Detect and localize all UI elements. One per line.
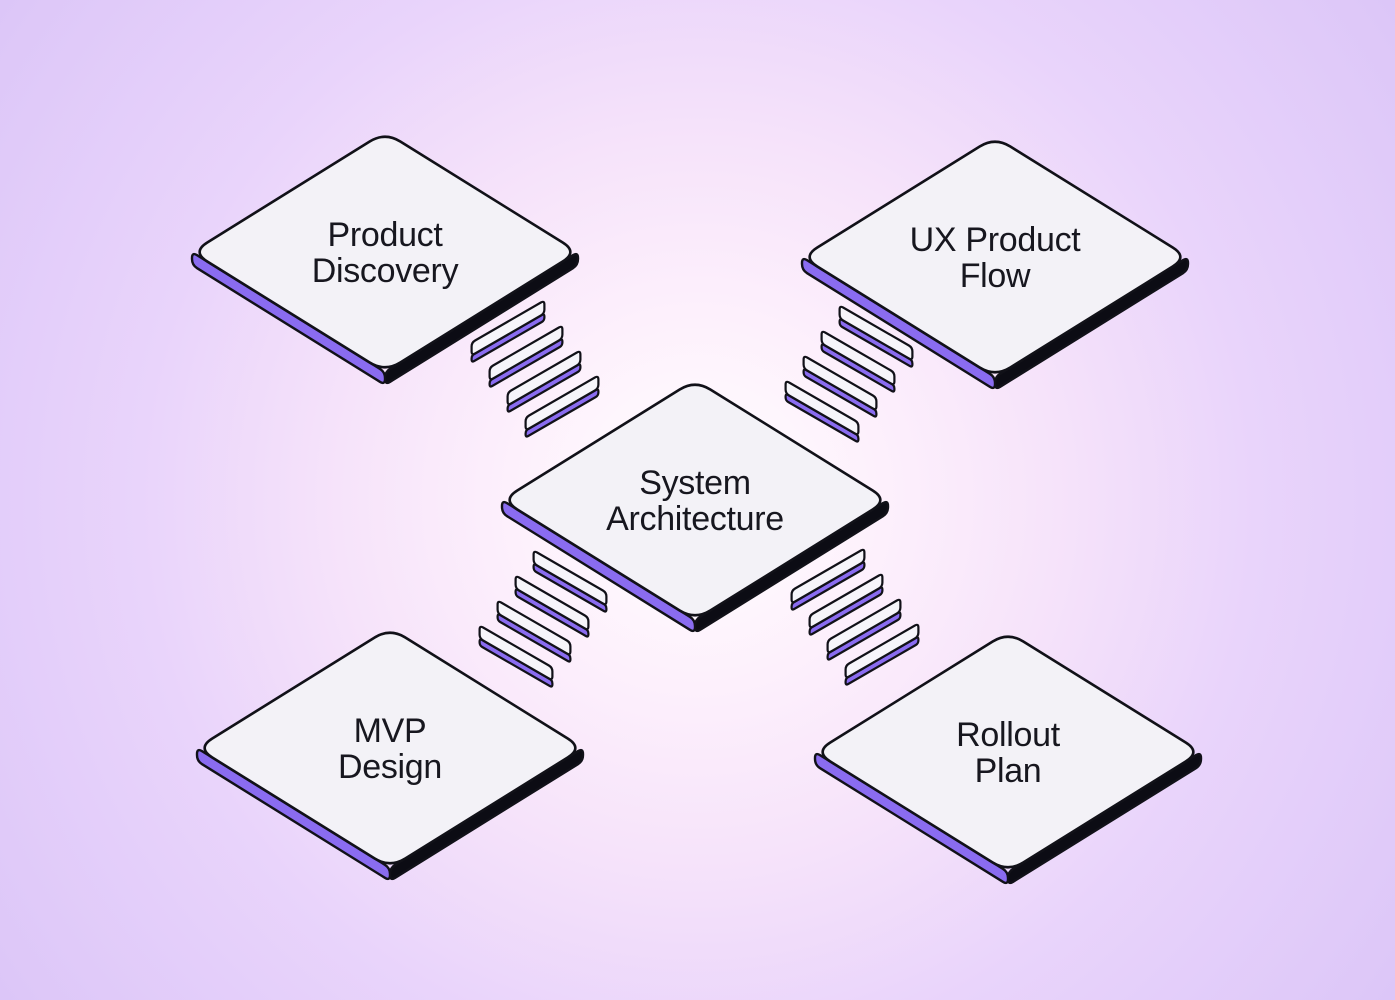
- node-label-line: UX Product: [910, 221, 1082, 259]
- connector-step-top: [802, 355, 878, 411]
- connector-step-top: [790, 548, 866, 604]
- node-label-line: Plan: [975, 752, 1042, 790]
- node-side-face: [195, 748, 392, 881]
- connector-step: [802, 355, 878, 418]
- node-top-face: [198, 135, 572, 369]
- connector-step: [478, 625, 554, 688]
- connector-step-top: [784, 380, 860, 436]
- node-label-line: System: [639, 464, 751, 502]
- node-top-face: [203, 631, 577, 865]
- node-top-face: [508, 383, 882, 617]
- connector-step-top: [478, 625, 554, 681]
- step-connectors: [470, 300, 920, 688]
- connector-step: [838, 305, 914, 368]
- node-label-line: Design: [338, 748, 442, 786]
- node-label-line: MVP: [354, 712, 427, 750]
- connector-rollout-to-architecture: [790, 548, 920, 686]
- connector-discovery-to-architecture: [470, 300, 600, 438]
- node-label-line: Discovery: [312, 252, 459, 290]
- connector-step-top: [470, 300, 546, 356]
- connector-step: [808, 573, 884, 636]
- connector-step: [524, 375, 600, 438]
- connector-step: [514, 575, 590, 638]
- connector-step-top: [844, 623, 920, 679]
- connector-step-top: [514, 575, 590, 631]
- connector-step: [790, 548, 866, 611]
- connector-mvp-to-architecture: [478, 550, 608, 688]
- node-label-line: Product: [327, 216, 443, 254]
- node-label-line: Architecture: [606, 500, 784, 538]
- connector-step: [820, 330, 896, 393]
- connector-step-top: [496, 600, 572, 656]
- connector-step: [784, 380, 860, 443]
- connector-step: [506, 350, 582, 413]
- connector-step: [488, 325, 564, 388]
- connector-step-top: [820, 330, 896, 386]
- connector-step: [532, 550, 608, 613]
- node-side-face: [500, 500, 697, 633]
- connector-step: [826, 598, 902, 661]
- node-label-line: Flow: [960, 257, 1031, 295]
- connector-step-top: [506, 350, 582, 406]
- node-top-face: [821, 635, 1195, 869]
- node-top-face: [808, 140, 1182, 374]
- connector-step-top: [532, 550, 608, 606]
- node-side-face: [800, 257, 997, 390]
- connector-step-top: [826, 598, 902, 654]
- node-side-face: [813, 752, 1010, 885]
- connector-step-top: [488, 325, 564, 381]
- connector-step: [844, 623, 920, 686]
- node-label-line: Rollout: [956, 716, 1061, 754]
- connector-step: [496, 600, 572, 663]
- connector-flow-to-architecture: [784, 305, 914, 443]
- connector-step-top: [808, 573, 884, 629]
- connector-step-top: [524, 375, 600, 431]
- connector-step: [470, 300, 546, 363]
- node-side-face: [190, 252, 387, 385]
- connector-step-top: [838, 305, 914, 361]
